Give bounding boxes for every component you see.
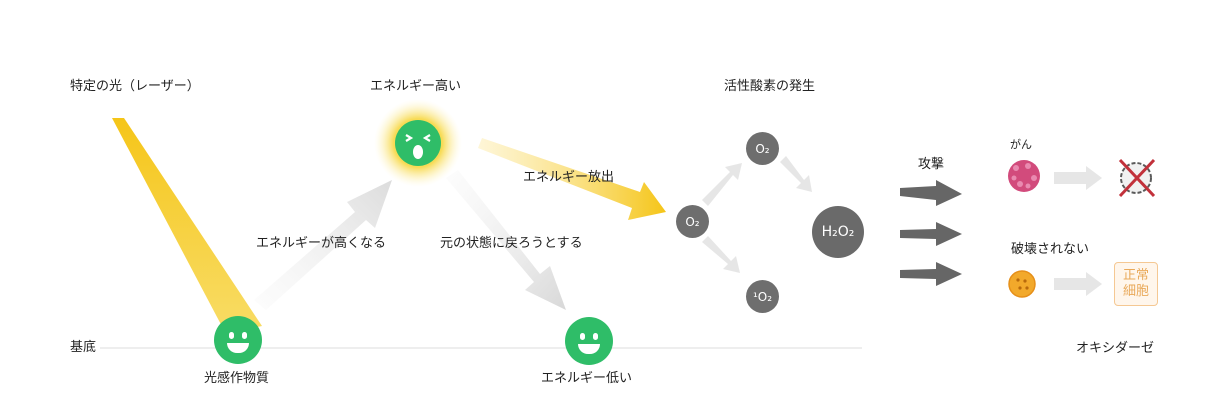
normal-cell-box: 正常 細胞 [1114,262,1158,306]
molecule-o2-top: O₂ [746,132,779,165]
destroyed-cell-icon [1118,158,1156,198]
laser-beam [112,118,262,334]
energy-release-arrow [478,138,666,220]
photosensitizer-face-icon [214,316,262,364]
energy-up-arrow [254,180,392,310]
label-low-energy: エネルギー低い [541,371,633,386]
excited-face-icon [395,120,441,166]
label-not-destroyed: 破壊されない [1011,242,1090,257]
healthy-cell-icon [1008,270,1036,298]
label-cancer: がん [1010,138,1032,151]
molecule-h2o2: H₂O₂ [812,206,864,258]
molecule-singlet-o2: ¹O₂ [746,280,779,313]
label-high-energy: エネルギー高い [370,79,462,94]
label-energy-up: エネルギーが高くなる [256,236,387,251]
return-arrow [446,170,566,310]
cancer-cell-icon [1008,160,1040,192]
label-photosensitizer: 光感作物質 [204,371,270,386]
label-ros: 活性酸素の発生 [724,79,816,94]
attack-arrows [900,180,962,286]
low-energy-face-icon [565,317,613,365]
label-attack: 攻撃 [918,157,945,172]
label-return-state: 元の状態に戻ろうとする [440,236,583,251]
cancer-result-arrow [1054,166,1102,190]
normal-cell-line1: 正常 [1122,268,1149,283]
normal-cell-line2: 細胞 [1122,284,1149,299]
normal-result-arrow [1054,272,1102,296]
label-energy-release: エネルギー放出 [523,170,615,185]
label-laser: 特定の光（レーザー） [70,79,200,94]
label-ground-state: 基底 [70,340,97,355]
molecule-arrows [702,156,812,273]
label-oxidase: オキシダーゼ [1076,341,1155,356]
molecule-o2-left: O₂ [676,205,709,238]
